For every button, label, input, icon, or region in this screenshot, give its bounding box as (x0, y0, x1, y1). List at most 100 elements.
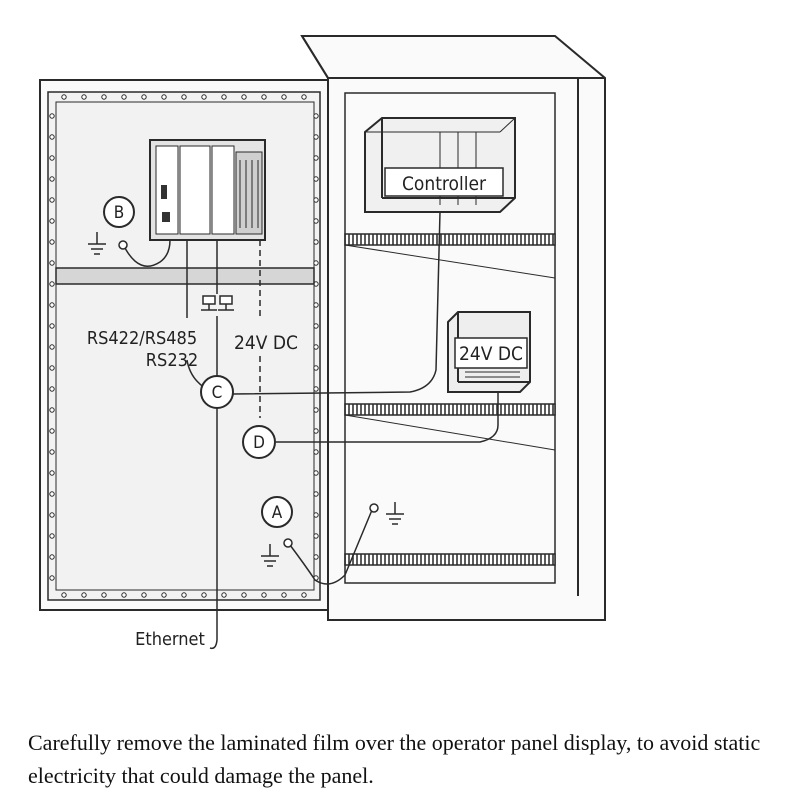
screw-dot (313, 260, 319, 266)
screw-dot (241, 94, 247, 100)
screw-dot (49, 302, 55, 308)
power-line-label: 24V DC (234, 332, 298, 354)
screw-dot (301, 94, 307, 100)
ethernet-cable (209, 240, 218, 650)
screw-dot (49, 218, 55, 224)
power-supply-unit (447, 311, 531, 393)
cabinet-installation-diagram: Controller 24V DC RS422/RS485 RS232 24V … (39, 35, 606, 650)
controller-unit (364, 117, 516, 213)
ethernet-label: Ethernet (135, 629, 205, 650)
operator-panel-unit (149, 139, 266, 241)
screw-dot (313, 176, 319, 182)
screw-dot (49, 470, 55, 476)
screw-dot (201, 94, 207, 100)
screw-dot (141, 592, 147, 598)
screw-dot (49, 365, 55, 371)
callout-c-circle (200, 375, 234, 409)
screw-dot (49, 533, 55, 539)
screw-dot (221, 592, 227, 598)
screw-dot (49, 197, 55, 203)
callout-d-circle (242, 425, 276, 459)
screw-dot (221, 94, 227, 100)
screw-dot (61, 94, 67, 100)
ground-wire-b (124, 239, 171, 267)
screw-dot (281, 592, 287, 598)
cable-d-to-power-supply (276, 392, 499, 443)
screw-dot (313, 533, 319, 539)
screw-dot (261, 94, 267, 100)
screw-dot (313, 386, 319, 392)
screw-dot (313, 134, 319, 140)
screw-dot (81, 94, 87, 100)
screw-dot (301, 592, 307, 598)
screw-dot (49, 512, 55, 518)
screw-dot (201, 592, 207, 598)
serial-label: RS422/RS485 (87, 328, 197, 349)
screw-dot (49, 428, 55, 434)
screw-dot (49, 344, 55, 350)
screw-dot (313, 470, 319, 476)
door-mounting-rail (55, 267, 315, 285)
screw-dot (281, 94, 287, 100)
callout-d-letter: D (253, 433, 265, 453)
power-supply-label: 24V DC (459, 343, 523, 365)
callout-b-letter: B (114, 203, 125, 223)
screw-dot (313, 239, 319, 245)
screw-dot (49, 491, 55, 497)
screw-dot (313, 113, 319, 119)
screw-dot (313, 323, 319, 329)
screw-dot (241, 592, 247, 598)
screw-dot (313, 344, 319, 350)
screw-dot (61, 592, 67, 598)
ground-symbol-icon (369, 502, 404, 525)
callout-c-letter: C (212, 383, 223, 403)
screw-dot (261, 592, 267, 598)
screw-dot (101, 592, 107, 598)
screw-dot (313, 302, 319, 308)
screw-dot (49, 407, 55, 413)
screw-dot (141, 94, 147, 100)
screw-dot (313, 365, 319, 371)
screw-dot (161, 592, 167, 598)
screw-dot (313, 554, 319, 560)
door-screws (49, 94, 319, 598)
screw-dot (313, 449, 319, 455)
screw-dot (49, 176, 55, 182)
screw-dot (313, 428, 319, 434)
screw-dot (161, 94, 167, 100)
screw-dot (313, 218, 319, 224)
screw-dot (313, 407, 319, 413)
ground-symbol-icon (88, 232, 128, 255)
callout-a-circle (261, 496, 293, 528)
screw-dot (49, 554, 55, 560)
screw-dot (49, 260, 55, 266)
ground-symbol-icon (261, 538, 293, 567)
cable-c-to-controller (232, 211, 441, 395)
screw-dot (49, 113, 55, 119)
serial-label-rs232: RS232 (146, 350, 198, 371)
screw-dot (313, 491, 319, 497)
screw-dot (49, 323, 55, 329)
screw-dot (313, 155, 319, 161)
screw-dot (121, 94, 127, 100)
screw-dot (49, 155, 55, 161)
screw-dot (181, 94, 187, 100)
screw-dot (49, 386, 55, 392)
callout-b-circle (103, 196, 135, 228)
screw-dot (81, 592, 87, 598)
shelf-lower (344, 553, 556, 566)
screw-dot (49, 281, 55, 287)
screw-dot (49, 449, 55, 455)
caption-text: Carefully remove the laminated film over… (28, 730, 761, 788)
screw-dot (49, 134, 55, 140)
controller-label: Controller (402, 173, 487, 195)
screw-dot (313, 512, 319, 518)
ground-wire-a (289, 509, 373, 585)
screw-dot (313, 197, 319, 203)
screw-dot (49, 575, 55, 581)
screw-dot (49, 239, 55, 245)
screw-dot (121, 592, 127, 598)
ethernet-connector-icons (201, 295, 234, 311)
screw-dot (181, 592, 187, 598)
callout-a-letter: A (272, 503, 283, 523)
